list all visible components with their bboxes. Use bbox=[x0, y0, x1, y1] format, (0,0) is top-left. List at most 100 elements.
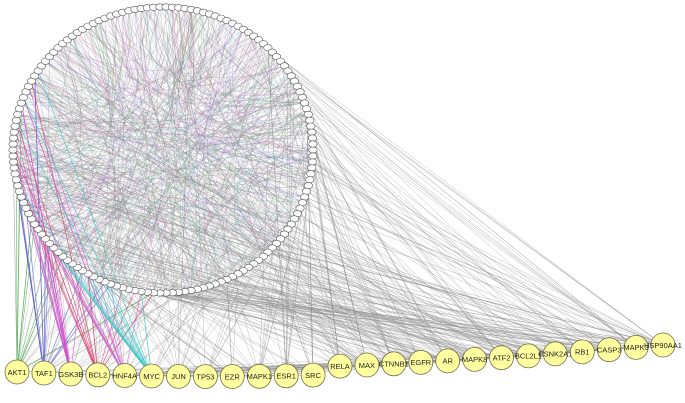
ring-hub-edge bbox=[16, 179, 610, 350]
hub-node: EZR bbox=[219, 364, 245, 389]
ring-hub-edge bbox=[104, 18, 125, 376]
inner-edge bbox=[72, 35, 298, 123]
colored-edge bbox=[41, 234, 72, 375]
hub-node: HSP90AA1 bbox=[644, 332, 682, 358]
ring-hub-edge bbox=[34, 223, 475, 360]
ring-hub-edge bbox=[226, 279, 556, 355]
inner-edge bbox=[181, 12, 281, 239]
hub-node-circle bbox=[31, 360, 57, 386]
inner-edge bbox=[205, 29, 264, 108]
inner-edge bbox=[82, 214, 166, 290]
inner-edge bbox=[165, 6, 264, 69]
ring-hub-edge bbox=[14, 125, 341, 367]
ring-hub-edge bbox=[13, 143, 610, 350]
inner-edge bbox=[25, 91, 295, 220]
hub-node-circle bbox=[166, 363, 191, 389]
colored-edge bbox=[16, 224, 36, 373]
colored-edge bbox=[43, 270, 83, 374]
ring-hub-edge bbox=[13, 161, 99, 375]
ring-hub-edge bbox=[31, 218, 448, 362]
inner-edge bbox=[140, 8, 177, 294]
ring-hub-edge bbox=[248, 32, 637, 348]
inner-edge bbox=[110, 7, 182, 285]
ring-hub-edge bbox=[57, 47, 475, 360]
inner-edge bbox=[98, 20, 172, 294]
inner-edge bbox=[224, 139, 314, 163]
inner-edge bbox=[28, 26, 239, 214]
hub-node-circle bbox=[516, 343, 541, 369]
hub-hub-edge bbox=[124, 364, 367, 376]
colored-edge bbox=[104, 281, 152, 377]
ring-hub-edge bbox=[12, 143, 368, 366]
small-node bbox=[305, 176, 315, 184]
inner-edge bbox=[16, 61, 120, 182]
inner-edge bbox=[222, 143, 313, 274]
ring-hub-edge bbox=[221, 281, 610, 350]
hub-node: RELA bbox=[327, 353, 353, 379]
hub-node-circle bbox=[354, 352, 380, 378]
inner-edge bbox=[72, 20, 228, 265]
ring-hub-edge bbox=[310, 126, 502, 358]
inner-edge bbox=[150, 6, 288, 79]
inner-edge bbox=[72, 36, 281, 130]
ring-hub-edge bbox=[124, 292, 173, 376]
ring-hub-edge bbox=[128, 10, 179, 377]
hub-node-label: AKT1 bbox=[8, 368, 27, 377]
ring-hub-edge bbox=[12, 143, 475, 360]
inner-edge bbox=[25, 91, 301, 104]
inner-edge bbox=[67, 9, 192, 261]
small-node bbox=[14, 105, 24, 113]
inner-edge bbox=[16, 179, 269, 253]
hub-node-circle bbox=[623, 334, 649, 360]
colored-edge bbox=[23, 97, 152, 377]
ring-hub-edge bbox=[140, 8, 502, 358]
small-node bbox=[303, 182, 313, 190]
small-node bbox=[308, 152, 318, 160]
inner-edge bbox=[16, 13, 210, 121]
inner-edge bbox=[17, 114, 313, 163]
ring-hub-edge bbox=[31, 80, 610, 350]
small-node bbox=[10, 170, 20, 178]
hub-node-label: RB1 bbox=[575, 348, 590, 357]
inner-edge bbox=[31, 56, 121, 106]
colored-edge bbox=[57, 252, 126, 376]
ring-hub-edge bbox=[280, 238, 475, 360]
hub-hub-edge bbox=[178, 362, 421, 377]
ring-hub-edge bbox=[297, 213, 529, 357]
colored-edge bbox=[49, 243, 99, 375]
ring-hub-edge bbox=[122, 287, 664, 346]
inner-edge bbox=[23, 97, 167, 294]
ring-hub-edge bbox=[140, 291, 260, 377]
inner-edge bbox=[14, 149, 314, 174]
hub-node-circle bbox=[139, 363, 165, 389]
inner-edge bbox=[16, 156, 198, 290]
ring-hub-edge bbox=[62, 43, 421, 363]
inner-edge bbox=[189, 26, 273, 249]
ring-hub-edge bbox=[304, 196, 664, 346]
hub-node-label: MAPK1 bbox=[247, 372, 272, 381]
ring-hub-edge bbox=[312, 149, 637, 348]
inner-edge bbox=[23, 61, 281, 141]
inner-edge bbox=[253, 51, 313, 157]
ring-hub-edge bbox=[166, 292, 448, 362]
inner-edge bbox=[167, 7, 273, 249]
ring-hub-edge bbox=[159, 6, 610, 350]
inner-edge bbox=[82, 29, 165, 290]
inner-edge bbox=[219, 86, 303, 136]
ring-hub-edge bbox=[72, 36, 179, 377]
ring-hub-edge bbox=[287, 70, 610, 350]
inner-edge bbox=[188, 29, 313, 163]
ring-hub-edge bbox=[284, 233, 610, 350]
ring-hub-edge bbox=[308, 185, 664, 346]
inner-edge bbox=[110, 15, 298, 120]
colored-edge bbox=[25, 208, 45, 374]
hub-node-circle bbox=[112, 363, 138, 388]
ring-hub-edge bbox=[304, 196, 475, 360]
colored-edge bbox=[16, 243, 50, 373]
ring-hub-edge bbox=[14, 167, 233, 377]
inner-edge bbox=[14, 125, 295, 220]
ring-hub-edge bbox=[16, 80, 295, 373]
gray-edges bbox=[12, 6, 664, 377]
